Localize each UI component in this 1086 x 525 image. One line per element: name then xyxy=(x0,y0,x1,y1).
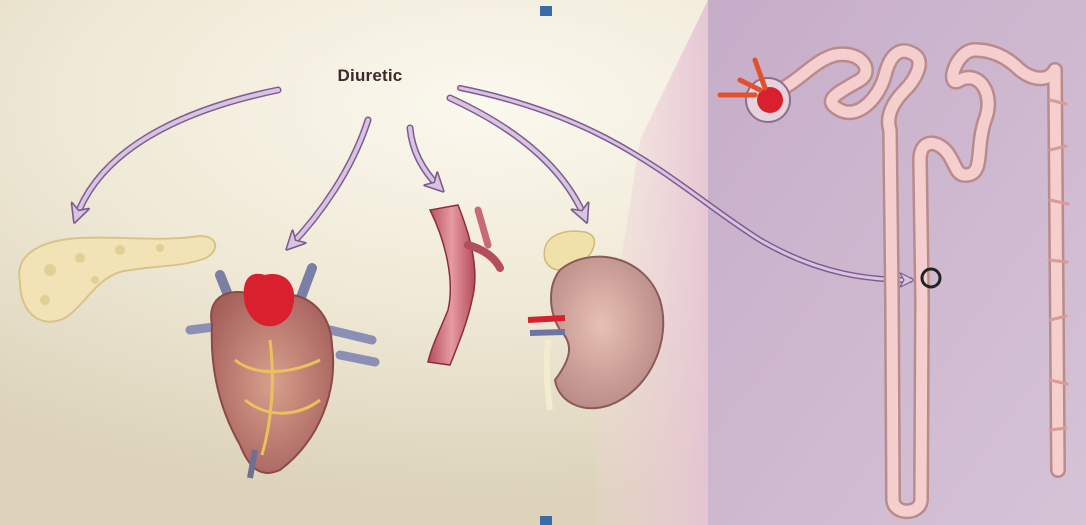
diagram-title: Diuretic xyxy=(300,66,440,86)
bottom-marker xyxy=(540,516,552,525)
top-marker xyxy=(540,6,552,16)
